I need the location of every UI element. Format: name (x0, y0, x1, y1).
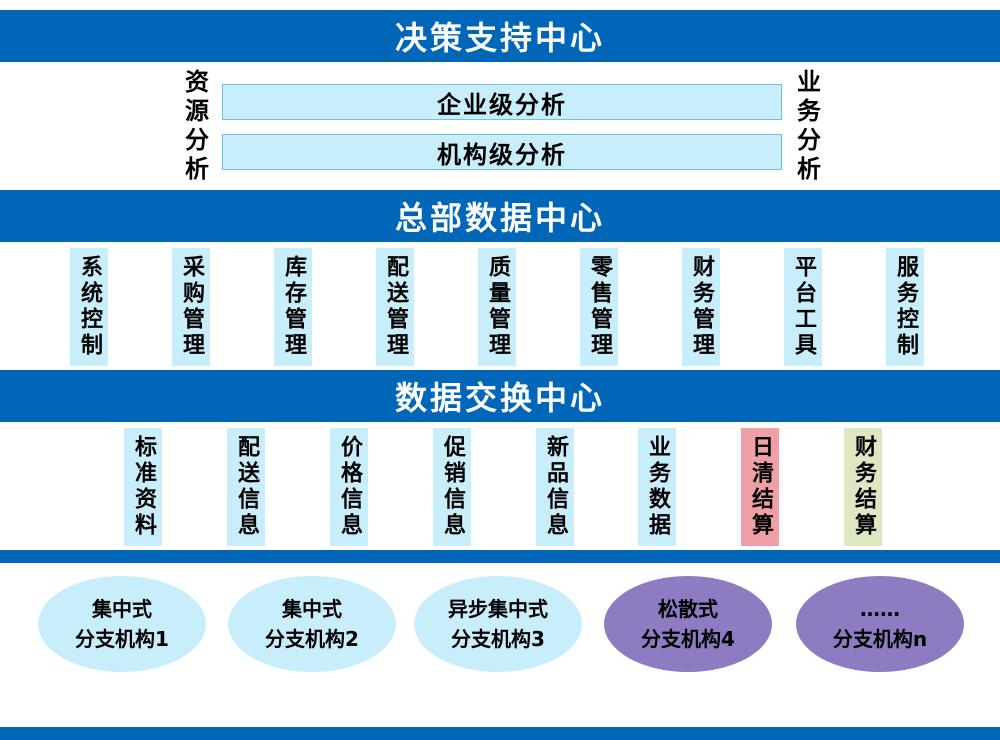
exchange-module-promotion-info: 促销信息 (433, 428, 471, 546)
branch-name: 分支机构n (832, 627, 928, 651)
banner-data-exchange-center: 数据交换中心 (0, 370, 1000, 422)
exchange-module-daily-settlement: 日清结算 (741, 428, 779, 546)
branch-type: 异步集中式 (448, 597, 548, 621)
exchange-module-price-info: 价格信息 (330, 428, 368, 546)
exchange-module-standard-data: 标准资料 (124, 428, 162, 546)
separator-bar-bottom (0, 727, 1000, 740)
banner-hq-data-center: 总部数据中心 (0, 190, 1000, 242)
separator-bar-top (0, 550, 1000, 563)
branch-type: 集中式 (92, 597, 152, 621)
hq-module-service-control: 服务控制 (886, 248, 924, 366)
branch-name: 分支机构1 (75, 627, 169, 651)
branch-name: 分支机构2 (265, 627, 359, 651)
banner-decision-support-center: 决策支持中心 (0, 10, 1000, 62)
exchange-module-finance-settlement: 财务结算 (844, 428, 882, 546)
hq-module-distribution: 配送管理 (376, 248, 414, 366)
hq-module-retail: 零售管理 (580, 248, 618, 366)
hq-module-platform-tools: 平台工具 (784, 248, 822, 366)
branch-name: 分支机构4 (641, 627, 735, 651)
label-business-analysis: 业务分析 (788, 68, 826, 186)
exchange-module-new-product-info: 新品信息 (536, 428, 574, 546)
hq-module-purchasing: 采购管理 (172, 248, 210, 366)
label-resource-analysis: 资源分析 (176, 68, 214, 186)
branch-ellipse-3: 异步集中式 分支机构3 (414, 576, 582, 672)
branch-ellipse-1: 集中式 分支机构1 (38, 576, 206, 672)
branch-type: 松散式 (658, 597, 718, 621)
branch-name: 分支机构3 (451, 627, 545, 651)
branch-ellipse-n: …… 分支机构n (796, 576, 964, 672)
branch-ellipse-2: 集中式 分支机构2 (228, 576, 396, 672)
hq-module-inventory: 库存管理 (274, 248, 312, 366)
branch-type: …… (860, 597, 900, 621)
branch-type: 集中式 (282, 597, 342, 621)
bar-organization-level-analysis: 机构级分析 (222, 134, 782, 170)
hq-module-finance: 财务管理 (682, 248, 720, 366)
exchange-module-business-data: 业务数据 (638, 428, 676, 546)
hq-module-quality: 质量管理 (478, 248, 516, 366)
exchange-module-distribution-info: 配送信息 (227, 428, 265, 546)
bar-enterprise-level-analysis: 企业级分析 (222, 84, 782, 120)
branch-ellipse-4: 松散式 分支机构4 (604, 576, 772, 672)
hq-module-system-control: 系统控制 (70, 248, 108, 366)
